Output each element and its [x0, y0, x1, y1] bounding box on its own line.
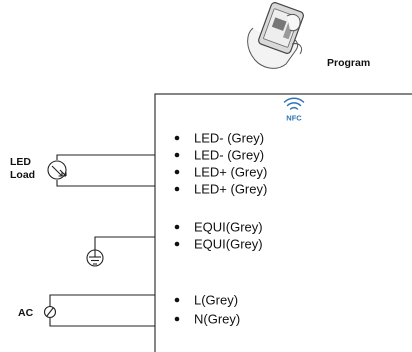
device-box: [154, 93, 412, 352]
led-load-icon: [47, 160, 67, 180]
bullet: [174, 297, 180, 303]
terminal-label: LED- (Grey): [194, 131, 264, 146]
bullet: [174, 135, 180, 141]
ac-label: AC: [18, 307, 34, 319]
led-load-label-line2: Load: [10, 169, 35, 181]
bullet: [174, 224, 180, 230]
bullet: [174, 152, 180, 158]
terminal-group-led: LED- (Grey) LED- (Grey) LED+ (Grey) LED+…: [174, 131, 267, 197]
terminal-label: N(Grey): [194, 312, 240, 327]
bullet: [174, 241, 180, 247]
phone-hand-icon: [247, 2, 304, 69]
terminal-label: LED+ (Grey): [194, 182, 267, 197]
nfc-label: NFC: [286, 114, 302, 123]
terminal-label: EQUI(Grey): [194, 237, 263, 252]
bullet: [174, 186, 180, 192]
led-load-wiring: [56, 154, 155, 187]
terminal-label: EQUI(Grey): [194, 220, 263, 235]
program-label: Program: [327, 57, 370, 69]
ground-icon: [86, 249, 104, 267]
terminal-label: L(Grey): [194, 293, 238, 308]
terminal-group-equi: EQUI(Grey) EQUI(Grey): [174, 220, 263, 252]
terminal-group-ac: L(Grey) N(Grey): [174, 293, 240, 327]
nfc-icon: [283, 97, 305, 110]
bullet: [174, 316, 180, 322]
ac-wiring: [49, 294, 155, 327]
terminal-label: LED- (Grey): [194, 148, 264, 163]
led-load-label-line1: LED: [10, 156, 31, 168]
bullet: [174, 169, 180, 175]
ground-wiring: [94, 236, 155, 250]
terminal-label: LED+ (Grey): [194, 165, 267, 180]
ac-terminal-icon: [43, 305, 57, 319]
